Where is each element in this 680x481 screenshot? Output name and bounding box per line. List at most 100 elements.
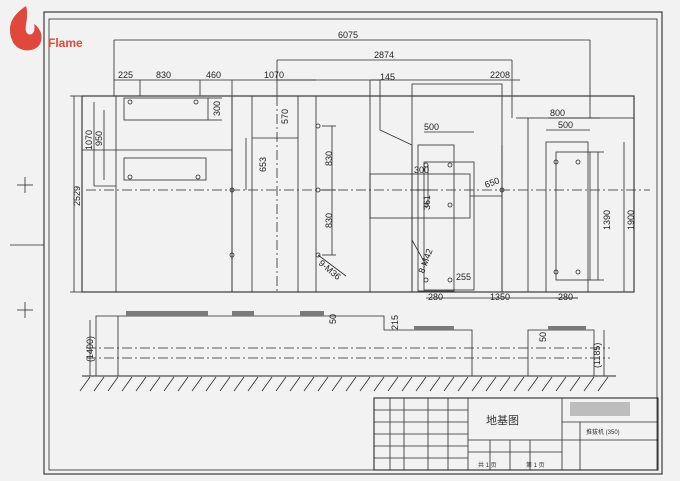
dim-2208: 2208 (490, 70, 510, 80)
grout-pad-4 (414, 326, 454, 330)
dim-1350: 1350 (490, 292, 510, 302)
dim-800: 800 (550, 108, 565, 118)
right-pocket (545, 141, 589, 293)
logo-text: Flame (48, 36, 83, 50)
dim-280-right: 280 (558, 292, 573, 302)
elevation-view: (1400) 50 215 50 (1185) (79, 311, 616, 392)
hatch-line (359, 376, 371, 392)
outer-border (43, 11, 663, 475)
hatch-line (121, 376, 133, 392)
dim-1185: (1185) (592, 343, 602, 368)
hatch-line (261, 376, 273, 392)
dim-361: 361 (422, 195, 432, 210)
hatch-line (317, 376, 329, 392)
hatch-line (345, 376, 357, 392)
hatch-line (79, 376, 91, 392)
hatch-line (135, 376, 147, 392)
hatch-line (457, 376, 469, 392)
hatch-line (527, 376, 539, 392)
hatch-line (443, 376, 455, 392)
hatch-line (331, 376, 343, 392)
hatch-line (107, 376, 119, 392)
dim-255: 255 (456, 272, 471, 282)
upper-pocket (123, 97, 209, 121)
sheet-total: 共 1 页 (478, 461, 497, 469)
sheet-number: 第 1 页 (526, 461, 545, 469)
hatch-line (555, 376, 567, 392)
grout-pad-2 (232, 311, 254, 316)
hatch-line (247, 376, 259, 392)
hatch-line (401, 376, 413, 392)
dim-1900: 1900 (626, 210, 636, 230)
dim-500-right: 500 (558, 120, 573, 130)
hatch-line (471, 376, 483, 392)
hatch-line (177, 376, 189, 392)
hatch-line (541, 376, 553, 392)
flame-icon (9, 6, 42, 51)
flame-logo: Flame (9, 6, 83, 51)
dim-570: 570 (280, 109, 290, 124)
hatch-line (219, 376, 231, 392)
dim-1400: (1400) (85, 336, 95, 362)
hatch-line (163, 376, 175, 392)
dim-50-elev-left: 50 (328, 314, 338, 324)
hatch-line (303, 376, 315, 392)
dimension-lines (70, 39, 625, 299)
hatch-line (597, 376, 609, 392)
hatch-line (415, 376, 427, 392)
middle-pocket (417, 144, 455, 292)
dim-300-left: 300 (212, 101, 222, 116)
hatch-line (485, 376, 497, 392)
dim-830-top: 830 (156, 70, 171, 80)
bolt-holes (127, 99, 581, 283)
dim-460: 460 (206, 70, 221, 80)
machine-label: 推拔机 (350) (586, 428, 620, 436)
dim-1390: 1390 (602, 210, 612, 230)
hatch-line (513, 376, 525, 392)
dim-2874: 2874 (374, 50, 394, 60)
title-block: 地基图 推拔机 (350) 共 1 页 第 1 页 (373, 397, 659, 471)
hatch-line (205, 376, 217, 392)
hatch-line (583, 376, 595, 392)
hatch-line (275, 376, 287, 392)
grout-pad-1 (126, 311, 208, 316)
hatch-line (499, 376, 511, 392)
inner-border (48, 18, 658, 471)
hatch-line (233, 376, 245, 392)
dim-280-middle: 280 (428, 292, 443, 302)
hatch-line (149, 376, 161, 392)
dim-1070-top: 1070 (264, 70, 284, 80)
dim-1070-vertical: 1070 (84, 130, 94, 150)
hatch-line (93, 376, 105, 392)
registration-marks (10, 177, 44, 318)
dim-500-middle: 500 (424, 122, 439, 132)
dim-653: 653 (258, 157, 268, 172)
plan-view: 6075 2874 2208 225 830 460 1070 145 800 … (70, 30, 650, 302)
dim-950: 950 (94, 131, 104, 146)
dim-830-upper: 830 (324, 151, 334, 166)
dim-overall-width: 6075 (338, 30, 358, 40)
hatch-line (289, 376, 301, 392)
drawing-title: 地基图 (486, 414, 519, 427)
dim-650: 650 (483, 175, 501, 190)
lower-pocket (123, 157, 207, 181)
dim-215: 215 (390, 315, 400, 330)
hatch-line (387, 376, 399, 392)
dim-830-lower: 830 (324, 213, 334, 228)
hatch-line (191, 376, 203, 392)
dim-2529: 2529 (72, 186, 82, 206)
title-block-stamp (570, 402, 630, 416)
dim-145: 145 (380, 72, 395, 82)
dim-50-elev-right: 50 (538, 332, 548, 342)
grout-pad-3 (300, 311, 324, 316)
hatch-line (569, 376, 581, 392)
hatch-line (373, 376, 385, 392)
grout-pad-5 (548, 326, 586, 330)
ground-hatch (79, 376, 609, 392)
dim-225: 225 (118, 70, 133, 80)
foundation-profile (95, 315, 473, 376)
dim-300-middle: 300 (414, 165, 429, 175)
hatch-line (429, 376, 441, 392)
